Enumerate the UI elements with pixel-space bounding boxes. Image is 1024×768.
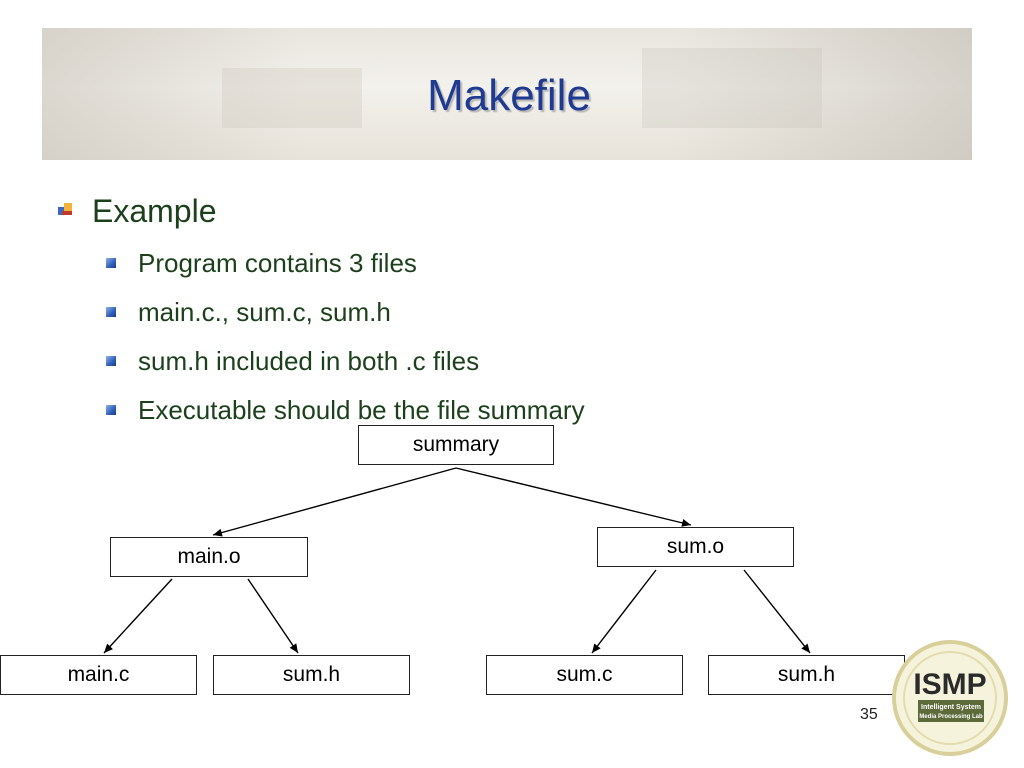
bullet-example: Example — [58, 193, 217, 229]
edge-sum-o-sum-h — [743, 569, 811, 654]
node-main-o: main.o — [110, 537, 308, 577]
sub-bullet-1: Program contains 3 files — [106, 247, 417, 279]
bullet-label: Example — [92, 192, 217, 229]
sub-bullet-text: main.c., sum.c, sum.h — [138, 296, 391, 327]
page-number: 35 — [860, 706, 878, 723]
sub-bullet-3: sum.h included in both .c files — [106, 345, 479, 377]
edge-main-o-main-c — [103, 578, 173, 654]
sub-bullet-text: Executable should be the file summary — [138, 394, 585, 425]
ismp-lab-logo: ISMP Intelligent System Media Processing… — [892, 640, 1008, 756]
node-sum-o: sum.o — [597, 527, 794, 567]
square-bullet-icon — [106, 258, 116, 268]
edge-summary-main-o — [212, 467, 457, 537]
edge-summary-sum-o — [455, 467, 692, 527]
square-bullet-icon — [106, 307, 116, 317]
bullet-icon — [58, 201, 76, 221]
edge-sum-o-sum-c — [591, 569, 657, 654]
sub-bullet-2: main.c., sum.c, sum.h — [106, 296, 391, 328]
title-banner-image — [42, 28, 972, 160]
node-main-c: main.c — [0, 655, 197, 695]
sub-bullet-text: Program contains 3 files — [138, 247, 417, 278]
node-sum-h-left: sum.h — [213, 655, 410, 695]
square-bullet-icon — [106, 405, 116, 415]
logo-line-1: Intelligent System — [921, 704, 981, 711]
node-sum-c: sum.c — [486, 655, 683, 695]
sub-bullet-text: sum.h included in both .c files — [138, 345, 480, 376]
sub-bullet-4: Executable should be the file summary — [106, 394, 585, 426]
logo-line-2: Media Processing Lab — [919, 714, 983, 720]
node-sum-h-right: sum.h — [708, 655, 905, 695]
logo-mark: ISMP — [913, 668, 986, 701]
square-bullet-icon — [106, 356, 116, 366]
slide-title: Makefile — [427, 71, 591, 120]
node-summary: summary — [358, 425, 554, 465]
edge-main-o-sum-h — [247, 578, 299, 654]
